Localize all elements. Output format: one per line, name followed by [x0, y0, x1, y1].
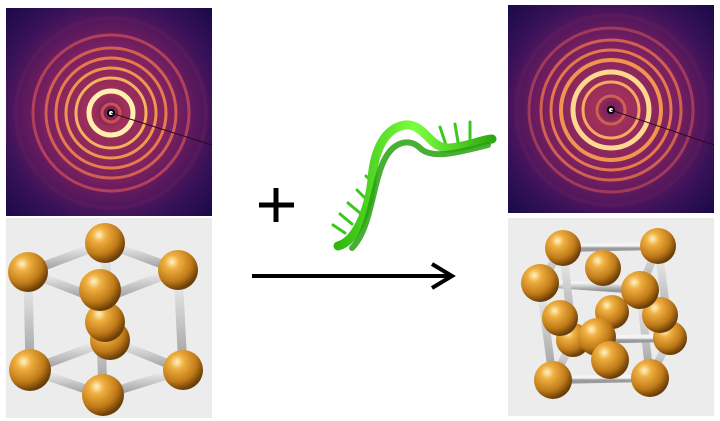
- atom: [85, 223, 125, 263]
- atom: [8, 252, 48, 292]
- atom: [79, 269, 121, 311]
- diffraction-pattern-left: [6, 8, 213, 216]
- atom: [163, 350, 203, 390]
- fcc-lattice: [508, 218, 714, 416]
- right-arrow-icon: [252, 262, 456, 290]
- diffraction-pattern-right: [508, 5, 715, 213]
- atom: [82, 374, 124, 416]
- dna-strand-icon: [331, 120, 497, 251]
- bcc-lattice: [6, 218, 212, 418]
- atom-center: [85, 302, 125, 342]
- plus-icon: [259, 188, 294, 222]
- atom: [9, 349, 51, 391]
- atom: [158, 250, 198, 290]
